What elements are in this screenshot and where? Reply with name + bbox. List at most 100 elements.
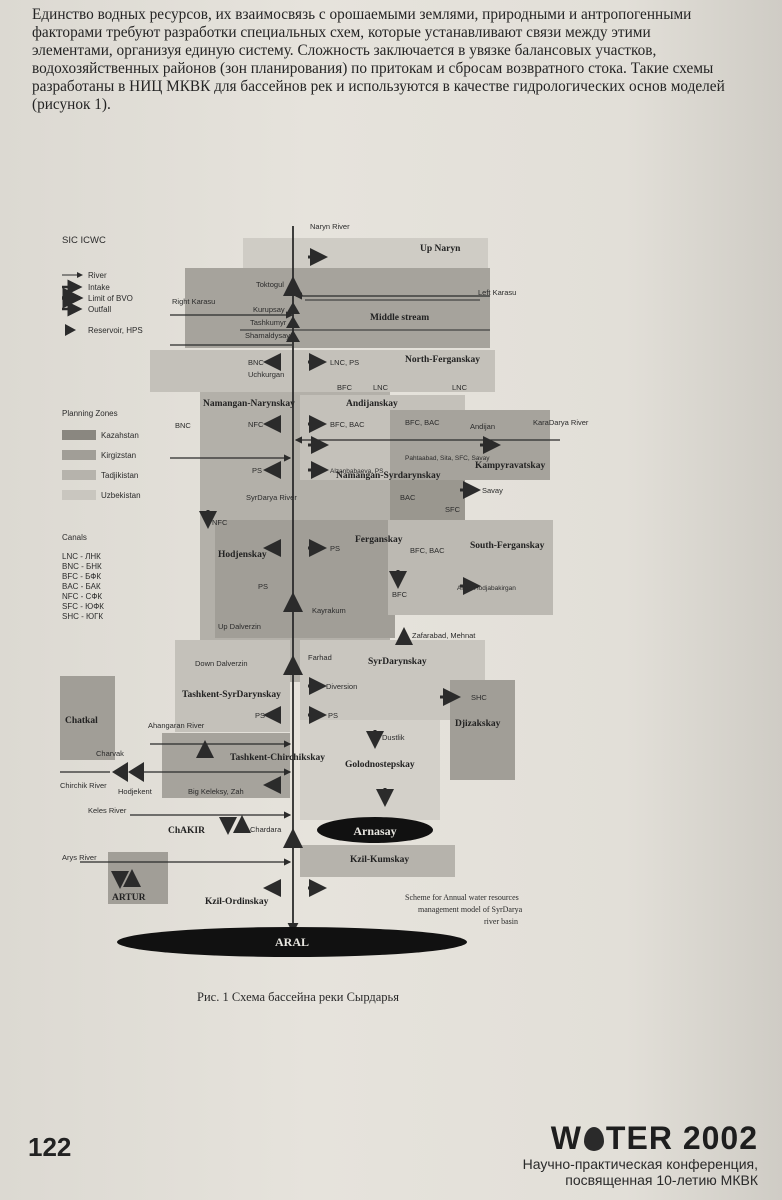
river-naryn: Naryn River <box>310 222 350 231</box>
reservoir-markers <box>112 276 303 848</box>
conference-line: посвященная 10-летию МКВК <box>565 1172 758 1188</box>
legend-reservoir-icon <box>65 324 76 336</box>
zone-tashkent-chirchikskay: Tashkent-Chirchikskay <box>230 753 325 763</box>
zone-south-ferganskay: South-Ferganskay <box>470 541 545 551</box>
label-lnc: LNC <box>373 383 389 392</box>
aral-sea <box>117 927 467 957</box>
zone-andijanskay: Andijanskay <box>346 399 398 409</box>
label-lnc-2: LNC <box>452 383 468 392</box>
river-keles: Keles River <box>88 806 127 815</box>
label-andijan: Andijan <box>470 422 495 431</box>
zone-tashkent-syrdarynskay: Tashkent-SyrDarynskay <box>182 690 281 700</box>
legend-outfall: Outfall <box>88 305 111 314</box>
brand-rest: TER 2002 <box>605 1120 758 1156</box>
figure-caption: Рис. 1 Схема бассейна реки Сырдарья <box>197 990 400 1004</box>
zone-legend-kazahstan: Kazahstan <box>101 431 139 440</box>
zone-kampyravatskay: Kampyravatskay <box>475 461 545 471</box>
canals-title: Canals <box>62 533 87 542</box>
zone-chatkal: Chatkal <box>65 716 98 726</box>
label-bfc-bac-2: BFC, BAC <box>405 418 440 427</box>
label-ps-3: PS <box>258 582 268 591</box>
intro-line: водохозяйственных районов (зон планирова… <box>32 60 714 77</box>
arnasay-label: Arnasay <box>353 824 396 838</box>
conference-line: Научно-практическая конференция, <box>522 1156 758 1172</box>
label-shc: SHC <box>471 693 487 702</box>
scheme-note-line-1: Scheme for Annual water resources <box>405 893 519 902</box>
river-arys: Arys River <box>62 853 97 862</box>
zone-legend-tadjikistan: Tadjikistan <box>101 471 138 480</box>
label-zafarabad: Zafarabad, Mehnat <box>412 631 476 640</box>
label-bnc-2: BNC <box>175 421 191 430</box>
canal-item: BNC - БНК <box>62 562 102 571</box>
intro-line: элементами, организуя единую систему. Сл… <box>32 42 657 59</box>
river-left-karasu: Left Karasu <box>478 288 516 297</box>
zone-up-naryn: Up Naryn <box>420 244 461 254</box>
zone-middle-stream: Middle stream <box>370 313 429 323</box>
legend: SIC ICWC River Intake Limit of BVO Outfa… <box>62 235 143 621</box>
reservoir-names: Toktogul Kurupsay Tashkumyr Shamaldysay … <box>96 280 346 834</box>
reservoir-tashkumyr: Tashkumyr <box>250 318 287 327</box>
legend-reservoir: Reservoir, HPS <box>88 326 143 335</box>
water-drop-icon <box>583 1127 604 1151</box>
label-big-keleksy: Big Keleksy, Zah <box>188 787 244 796</box>
river-chirchik: Chirchik River <box>60 781 107 790</box>
label-bfc: BFC <box>337 383 353 392</box>
reservoir-charvak: Charvak <box>96 749 124 758</box>
zone-artur: ARTUR <box>112 893 146 903</box>
flow-arrows <box>111 248 501 897</box>
planning-zones-title: Planning Zones <box>62 409 118 418</box>
intro-line: факторами требуют разработки специальных… <box>32 24 651 41</box>
river-right-karasu: Right Karasu <box>172 297 215 306</box>
reservoir-farhad: Farhad <box>308 653 332 662</box>
zone-namangan-syrdarynskay: Namangan-Syrdarynskay <box>336 471 441 481</box>
canal-item: SHC - ЮГК <box>62 612 103 621</box>
label-lnc-ps: LNC, PS <box>330 358 359 367</box>
label-up-dalverzin: Up Dalverzin <box>218 622 261 631</box>
zone-legend-uzbekistan: Uzbekistan <box>101 491 141 500</box>
label-ps-4: PS <box>255 711 265 720</box>
label-bnc: BNC <box>248 358 264 367</box>
reservoir-kayrakum: Kayrakum <box>312 606 346 615</box>
label-ps: PS <box>252 466 262 475</box>
zone-blocks <box>60 238 553 904</box>
canal-item: NFC - СФК <box>62 592 102 601</box>
canal-item: BFC - БФК <box>62 572 101 581</box>
label-bfc-bac-3: BFC, BAC <box>410 546 445 555</box>
page-number: 122 <box>28 1132 72 1162</box>
reservoir-shamaldysay: Shamaldysay <box>245 331 290 340</box>
scheme-note-line-3: river basin <box>484 917 518 926</box>
intro-line: Единство водных ресурсов, их взаимосвязь… <box>32 6 692 23</box>
label-arka: Arka, Hodjabakirgan <box>457 585 516 592</box>
label-nfc: NFC <box>248 420 264 429</box>
label-sfc: SFC <box>445 505 461 514</box>
conference-subtitle: Научно-практическая конференция, посвяще… <box>478 1156 758 1188</box>
zone-djizakskay: Djizakskay <box>455 719 501 729</box>
zone-hodjenskay: Hodjenskay <box>218 550 267 560</box>
zone-namangan-narynskay: Namangan-Narynskay <box>203 399 295 409</box>
river-lines <box>60 226 560 934</box>
org-label: SIC ICWC <box>62 235 106 246</box>
intro-line: разработаны в НИЦ МКВК для бассейнов рек… <box>32 78 725 95</box>
river-syrdarya: SyrDarya River <box>246 493 297 502</box>
zone-chakir: ChAKIR <box>168 826 205 836</box>
label-nfc-2: NFC <box>212 518 228 527</box>
legend-bvo: Limit of BVO <box>88 294 133 303</box>
intro-paragraph: Единство водных ресурсов, их взаимосвязь… <box>32 6 762 114</box>
canal-item: SFC - ЮФК <box>62 602 104 611</box>
zone-namangan-syrdarynskay-label: Namangan-Syrdarynskay <box>336 471 441 481</box>
zone-kzil-ordinskay: Kzil-Ordinskay <box>205 897 269 907</box>
zone-ferganskay: Ferganskay <box>355 535 403 545</box>
label-down-dalverzin: Down Dalverzin <box>195 659 248 668</box>
reservoir-chardara: Chardara <box>250 825 282 834</box>
canal-item: BAC - БАК <box>62 582 101 591</box>
river-names: Naryn River Right Karasu Left Karasu Kar… <box>60 222 589 862</box>
label-ps-2: PS <box>330 544 340 553</box>
label-dustlik: Dustlik <box>382 733 405 742</box>
zone-names: Up Naryn Middle stream North-Ferganskay … <box>65 244 545 907</box>
label-bfc-2: BFC <box>392 590 408 599</box>
flow-labels: BNC LNC, PS Uchkurgan BFC LNC LNC NFC BF… <box>175 358 523 926</box>
legend-river: River <box>88 271 107 280</box>
label-bac: BAC <box>400 493 416 502</box>
arnasay-lake <box>317 817 433 843</box>
